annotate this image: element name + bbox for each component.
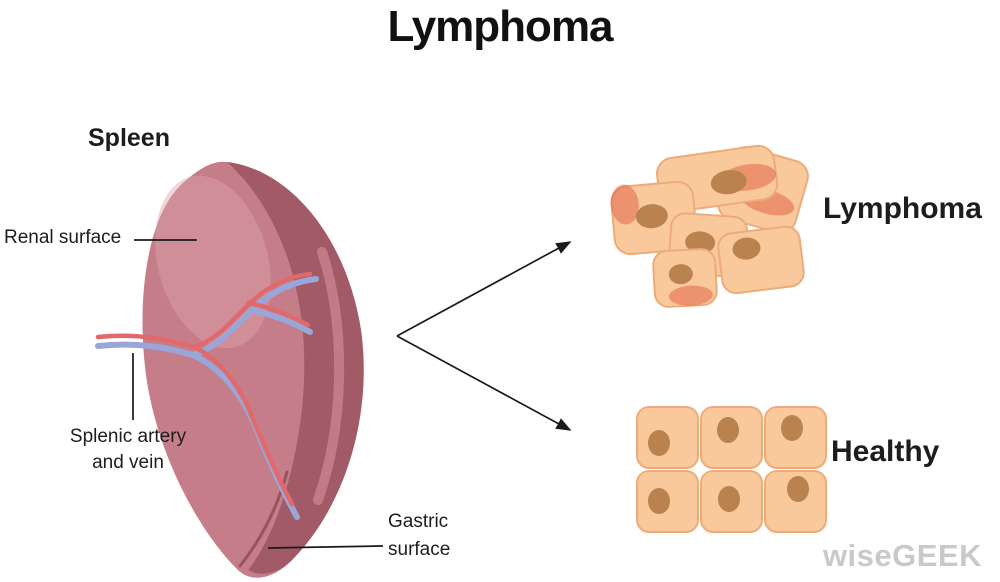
lymphoma-cells-label: Lymphoma: [823, 192, 982, 225]
gastric-surface-label: Gastric surface: [388, 511, 451, 560]
gastric-leader-line: [267, 545, 384, 549]
page-title: Lymphoma: [387, 2, 613, 51]
healthy-cell: [636, 406, 699, 469]
lymphoma-cell: [717, 225, 805, 295]
healthy-cell: [764, 406, 827, 469]
healthy-cell: [700, 406, 763, 469]
splenic-artery-vein-label: Splenic artery and vein: [69, 426, 187, 473]
healthy-cells: [636, 406, 827, 533]
arrow-to-lymphoma: [396, 241, 572, 337]
lymphoma-cell: [652, 248, 718, 308]
spleen-label: Spleen: [88, 124, 170, 152]
splenic-artery-paths: [95, 271, 313, 507]
healthy-cell: [764, 470, 827, 533]
healthy-cell: [636, 470, 699, 533]
healthy-cells-label: Healthy: [831, 435, 940, 468]
spleen-illustration: [95, 161, 364, 578]
spleen-crease-line: [238, 470, 289, 568]
spleen-sheen-line: [313, 247, 345, 505]
healthy-cell: [700, 470, 763, 533]
arrow-to-healthy: [396, 335, 572, 431]
renal-surface-label: Renal surface: [4, 227, 122, 248]
spleen-highlight-shape: [155, 175, 271, 349]
lymphoma-cells: [610, 144, 809, 308]
watermark: wiseGEEK: [822, 538, 982, 573]
